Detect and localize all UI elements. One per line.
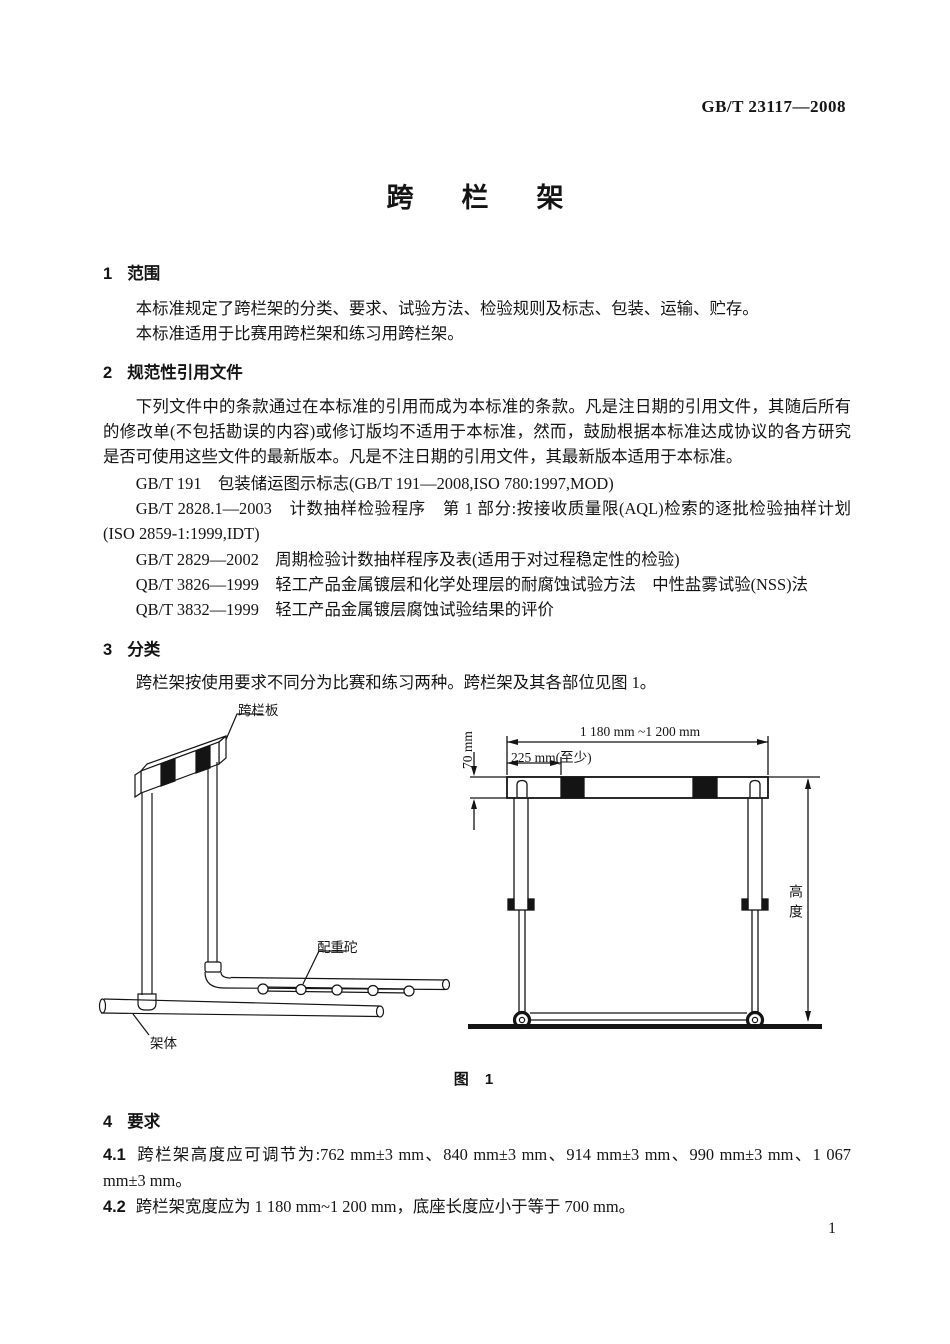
section-2-number: 2	[103, 364, 113, 382]
clause-number: 4.1	[103, 1146, 126, 1164]
section-4-title: 要求	[127, 1113, 161, 1131]
figure-label-hurdle-board: 跨栏板	[238, 703, 279, 718]
section-4-number: 4	[103, 1113, 113, 1131]
reference-item: GB/T 2829—2002 周期检验计数抽样程序及表(适用于对过程稳定性的检验…	[135, 549, 680, 569]
figure-caption: 图 1	[453, 1071, 500, 1088]
doc-code: GB/T 23117—2008	[701, 97, 846, 116]
section-2-heading: 2 规范性引用文件	[103, 359, 850, 383]
section-3-heading: 3 分类	[103, 636, 850, 660]
clause-4-2: 4.2 跨栏架宽度应为 1 180 mm~1 200 mm，底座长度应小于等于 7…	[103, 1194, 851, 1220]
section-3-number: 3	[103, 641, 113, 659]
section-2-title: 规范性引用文件	[127, 364, 243, 382]
page-number: 1	[828, 1220, 836, 1237]
dimension-min-225: 225 mm(至少)	[511, 750, 592, 765]
figure-label-counterweight: 配重砣	[317, 940, 358, 955]
reference-item: QB/T 3832—1999 轻工产品金属镀层腐蚀试验结果的评价	[135, 600, 554, 620]
normative-references-list: GB/T 191 包装储运图示标志(GB/T 191—2008,ISO 780:…	[103, 471, 851, 622]
section-1-title: 范围	[127, 265, 161, 283]
figure-label-frame-body: 架体	[150, 1036, 177, 1051]
reference-item: QB/T 3826—1999 轻工产品金属镀层和化学处理层的耐腐蚀试验方法 中性…	[135, 574, 808, 594]
section-3-body: 跨栏架按使用要求不同分为比赛和练习两种。跨栏架及其各部位见图 1。	[103, 670, 851, 695]
section-1-number: 1	[103, 265, 113, 283]
hurdle-front-view	[468, 736, 822, 1030]
clause-number: 4.2	[103, 1198, 126, 1216]
dimension-height-label: 高度	[787, 884, 802, 924]
clause-text: 跨栏架高度应可调节为:762 mm±3 mm、840 mm±3 mm、914 m…	[103, 1145, 851, 1191]
paragraph: 本标准适用于比赛用跨栏架和练习用跨栏架。	[135, 324, 464, 344]
reference-item: GB/T 2828.1—2003 计数抽样检验程序 第 1 部分:按接收质量限(…	[103, 499, 851, 544]
section-1-heading: 1 范围	[103, 260, 850, 284]
reference-item: GB/T 191 包装储运图示标志(GB/T 191—2008,ISO 780:…	[135, 474, 614, 493]
section-4-heading: 4 要求	[103, 1108, 850, 1132]
section-3-title: 分类	[127, 641, 161, 659]
clause-text: 跨栏架宽度应为 1 180 mm~1 200 mm，底座长度应小于等于 700 …	[135, 1197, 636, 1216]
dimension-width: 1 180 mm ~1 200 mm	[579, 724, 701, 739]
section-1-body: 本标准规定了跨栏架的分类、要求、试验方法、检验规则及标志、包装、运输、贮存。 本…	[103, 296, 851, 346]
paragraph: 本标准规定了跨栏架的分类、要求、试验方法、检验规则及标志、包装、运输、贮存。	[135, 299, 759, 318]
dimension-board-height-70mm: 70 mm	[460, 731, 475, 769]
section-2-body: 下列文件中的条款通过在本标准的引用而成为本标准的条款。凡是注日期的引用文件，其随…	[103, 394, 851, 470]
page-title: 跨栏架	[386, 183, 612, 213]
hurdle-perspective-view	[98, 713, 451, 1036]
figure-1-drawing	[98, 713, 822, 1036]
paragraph: 跨栏架按使用要求不同分为比赛和练习两种。跨栏架及其各部位见图 1。	[135, 673, 657, 692]
paragraph: 下列文件中的条款通过在本标准的引用而成为本标准的条款。凡是注日期的引用文件，其随…	[103, 397, 851, 467]
